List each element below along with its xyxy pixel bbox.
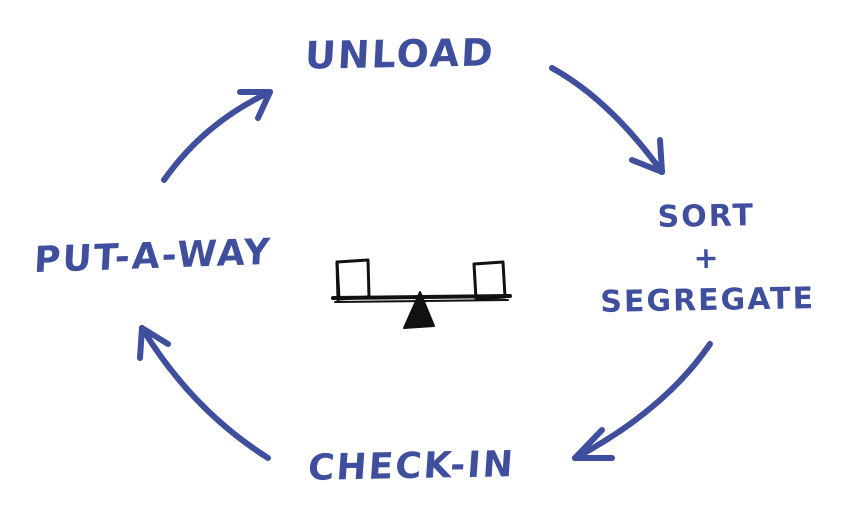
step-putaway-label: PUT-A-WAY: [32, 231, 273, 282]
arrow-unload-to-sort: [549, 65, 665, 175]
arrow-putaway-to-unload: [161, 89, 273, 183]
step-checkin-label: CHECK-IN: [306, 444, 517, 489]
arrow-checkin-to-putaway: [137, 325, 271, 461]
step-sort-line-3: SEGREGATE: [600, 281, 816, 320]
arrow-sort-to-checkin: [572, 341, 713, 461]
step-sort-line-2: +: [693, 240, 721, 277]
step-sort-segregate-label: SORT + SEGREGATE: [595, 194, 819, 324]
step-sort-line-1: SORT: [657, 198, 756, 235]
step-unload-label: UNLOAD: [303, 30, 496, 78]
